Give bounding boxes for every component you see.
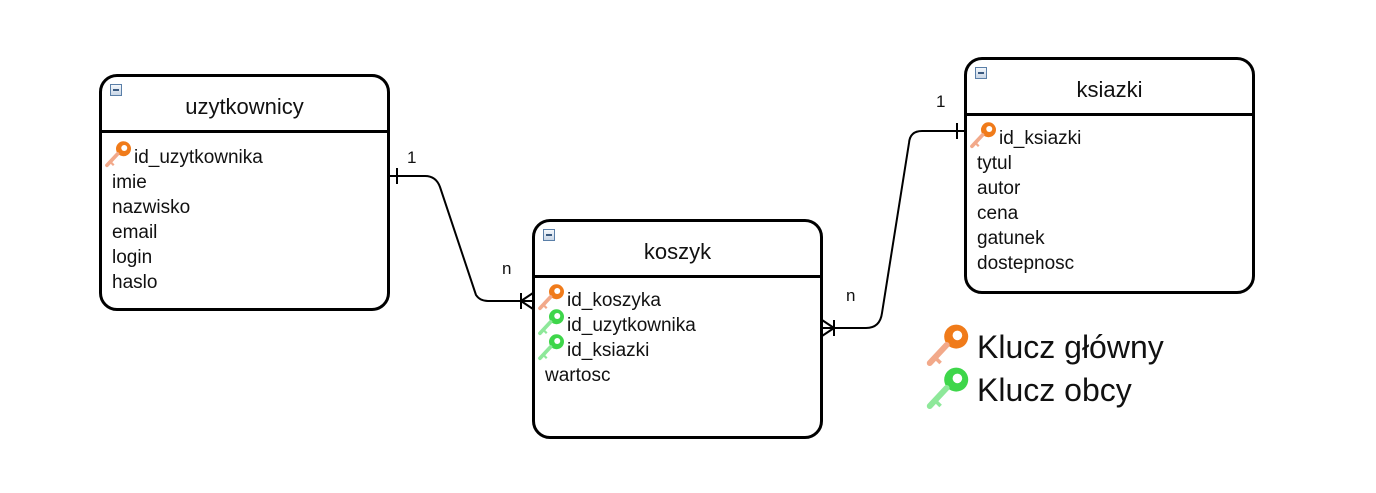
attribute-name: id_uzytkownika	[134, 147, 263, 168]
attribute-row: imie	[102, 170, 387, 195]
attribute-list: id_koszyka id_uzytkownika id_ksiazki war…	[535, 284, 820, 388]
attribute-name: id_ksiazki	[567, 340, 650, 361]
attribute-row: id_ksiazki	[535, 334, 820, 363]
primary-key-icon	[538, 284, 564, 311]
attribute-name: id_uzytkownika	[567, 315, 696, 336]
legend-label: Klucz obcy	[977, 372, 1132, 408]
attribute-row: id_koszyka	[535, 284, 820, 313]
attribute-row: id_uzytkownika	[535, 309, 820, 338]
cardinality-koszyk-n-left: n	[502, 259, 512, 278]
entity-header: ksiazki	[967, 60, 1252, 116]
primary-key-icon	[970, 122, 996, 149]
attribute-name: tytul	[977, 153, 1012, 174]
legend-label: Klucz główny	[977, 329, 1164, 365]
attribute-name: autor	[977, 178, 1021, 199]
cardinality-ksiazki-one: 1	[936, 92, 946, 111]
attribute-row: gatunek	[967, 226, 1252, 251]
primary-key-icon	[105, 141, 131, 168]
attribute-list: id_ksiazki tytul autor cena gatunek dost…	[967, 122, 1252, 276]
attribute-name: wartosc	[545, 365, 611, 386]
attribute-list: id_uzytkownika imie nazwisko email login…	[102, 141, 387, 295]
legend-primary-key: Klucz główny	[925, 324, 1164, 369]
entity-title: uzytkownicy	[185, 94, 304, 119]
attribute-row: id_ksiazki	[967, 122, 1252, 151]
attribute-name: id_koszyka	[567, 290, 661, 311]
attribute-row: dostepnosc	[967, 251, 1252, 276]
attribute-row: email	[102, 220, 387, 245]
attribute-row: tytul	[967, 151, 1252, 176]
attribute-name: imie	[112, 172, 147, 193]
relation-line-ksiazki-koszyk	[822, 130, 965, 329]
cardinality-uzytkownicy-one: 1	[407, 148, 417, 167]
attribute-row: cena	[967, 201, 1252, 226]
foreign-key-icon	[538, 309, 564, 336]
relation-line-uzytkownicy-koszyk	[389, 175, 533, 302]
attribute-name: cena	[977, 203, 1019, 224]
entity-header: uzytkownicy	[102, 77, 387, 133]
entity-title: koszyk	[643, 239, 712, 264]
attribute-name: email	[112, 222, 158, 243]
collapse-icon[interactable]	[543, 229, 555, 241]
foreign-key-icon	[926, 367, 969, 409]
crowfoot-marker-koszyk-left	[520, 292, 534, 310]
crowfoot-marker-koszyk-right	[821, 319, 835, 337]
foreign-key-icon	[538, 334, 564, 361]
attribute-name: haslo	[112, 272, 158, 293]
entity-header: koszyk	[535, 222, 820, 278]
attribute-row: autor	[967, 176, 1252, 201]
entity-uzytkownicy[interactable]: uzytkownicy id_uzytkownika imie nazwisko…	[99, 74, 390, 311]
attribute-name: dostepnosc	[977, 253, 1075, 274]
attribute-row: haslo	[102, 270, 387, 295]
attribute-name: id_ksiazki	[999, 128, 1082, 149]
attribute-name: login	[112, 247, 153, 268]
attribute-row: login	[102, 245, 387, 270]
collapse-icon[interactable]	[975, 67, 987, 79]
cardinality-koszyk-n-right: n	[846, 286, 856, 305]
collapse-icon[interactable]	[110, 84, 122, 96]
entity-title: ksiazki	[1076, 77, 1143, 102]
attribute-name: nazwisko	[112, 197, 191, 218]
attribute-row: id_uzytkownika	[102, 141, 387, 170]
attribute-row: nazwisko	[102, 195, 387, 220]
attribute-name: gatunek	[977, 228, 1045, 249]
entity-ksiazki[interactable]: ksiazki id_ksiazki tytul autor cena gatu…	[964, 57, 1255, 294]
attribute-row: wartosc	[535, 363, 820, 388]
entity-koszyk[interactable]: koszyk id_koszyka id_uzytkownika id_ksia…	[532, 219, 823, 439]
legend-foreign-key: Klucz obcy	[925, 367, 1132, 412]
primary-key-icon	[926, 324, 969, 366]
